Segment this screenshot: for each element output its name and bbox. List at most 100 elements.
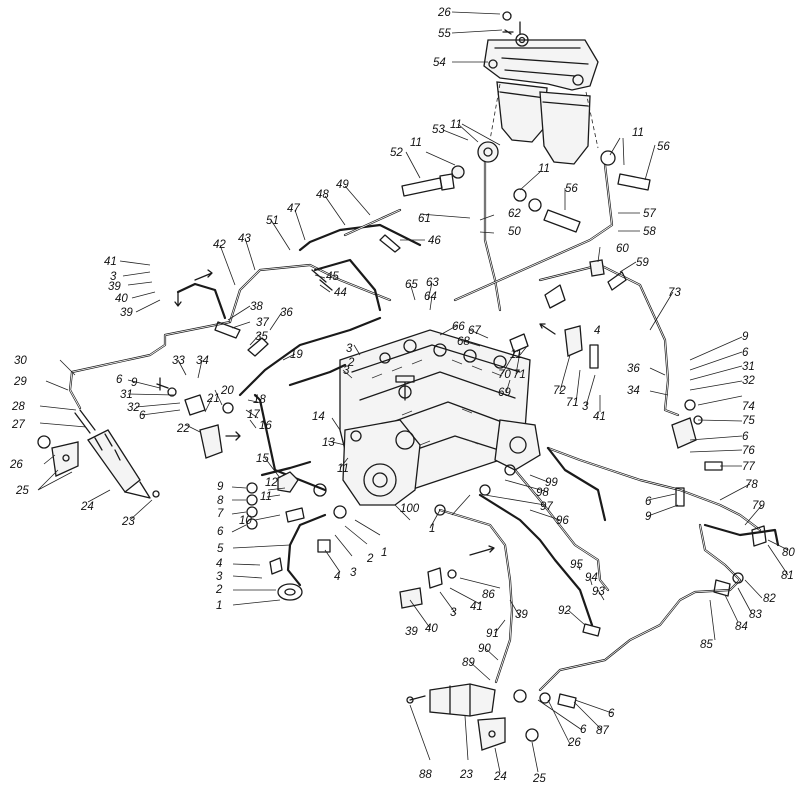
part-callout-label: 94 bbox=[585, 572, 598, 584]
part-callout-label: 44 bbox=[334, 287, 347, 299]
part-callout-label: 47 bbox=[287, 203, 300, 215]
part-callout-label: 11 bbox=[510, 349, 522, 361]
part-callout-label: 6 bbox=[580, 724, 587, 736]
part-callout-label: 4 bbox=[334, 571, 340, 583]
part-callout-label: 52 bbox=[390, 147, 403, 159]
part-callout-label: 66 bbox=[452, 321, 465, 333]
part-callout-label: 67 bbox=[468, 325, 481, 337]
part-callout-label: 9 bbox=[131, 377, 138, 389]
part-callout-label: 55 bbox=[438, 28, 451, 40]
part-callout-label: 20 bbox=[220, 385, 234, 397]
part-callout-label: 6 bbox=[139, 410, 146, 422]
part-callout-label: 77 bbox=[742, 461, 755, 473]
part-callout-label: 98 bbox=[536, 487, 549, 499]
part-callout-label: 61 bbox=[418, 213, 431, 225]
part-callout-label: 9 bbox=[742, 331, 749, 343]
part-callout-label: 58 bbox=[643, 226, 656, 238]
part-callout-label: 82 bbox=[763, 593, 776, 605]
part-callout-label: 22 bbox=[176, 423, 190, 435]
part-callout-label: 56 bbox=[657, 141, 670, 153]
part-callout-label: 41 bbox=[104, 256, 117, 268]
part-callout-label: 12 bbox=[265, 477, 278, 489]
part-callout-label: 57 bbox=[643, 208, 656, 220]
part-callout-label: 32 bbox=[127, 402, 140, 414]
part-callout-label: 15 bbox=[256, 453, 269, 465]
part-callout-label: 32 bbox=[742, 375, 755, 387]
part-callout-label: 42 bbox=[213, 239, 226, 251]
part-callout-label: 51 bbox=[266, 215, 279, 227]
part-callout-label: 11 bbox=[260, 491, 272, 503]
part-callout-label: 3 bbox=[346, 343, 353, 355]
part-callout-label: 68 bbox=[457, 336, 470, 348]
part-callout-label: 79 bbox=[752, 500, 765, 512]
part-callout-label: 40 bbox=[115, 293, 128, 305]
part-callout-label: 62 bbox=[508, 208, 521, 220]
part-callout-label: 63 bbox=[426, 277, 439, 289]
part-callout-label: 26 bbox=[437, 7, 451, 19]
part-callout-label: 1 bbox=[216, 600, 222, 612]
part-callout-label: 92 bbox=[558, 605, 571, 617]
part-callout-label: 72 bbox=[553, 385, 566, 397]
bottom-injector bbox=[406, 683, 539, 751]
part-callout-label: 86 bbox=[482, 589, 495, 601]
part-callout-label: 11 bbox=[410, 137, 422, 149]
part-callout-label: 89 bbox=[462, 657, 475, 669]
leader-lines bbox=[37, 11, 789, 773]
part-callout-label: 8 bbox=[217, 495, 224, 507]
part-callout-label: 70 bbox=[498, 369, 511, 381]
part-callout-label: 24 bbox=[80, 501, 94, 513]
part-callout-label: 41 bbox=[470, 601, 483, 613]
part-callout-label: 45 bbox=[326, 271, 339, 283]
part-callout-label: 56 bbox=[565, 183, 578, 195]
part-callout-label: 9 bbox=[645, 511, 652, 523]
part-callout-label: 65 bbox=[405, 279, 418, 291]
part-callout-label: 6 bbox=[608, 708, 615, 720]
part-callout-label: 93 bbox=[592, 586, 605, 598]
part-callout-label: 74 bbox=[742, 401, 755, 413]
left-injector bbox=[37, 409, 160, 499]
part-callout-label: 83 bbox=[749, 609, 762, 621]
injection-pump bbox=[339, 329, 541, 506]
part-callout-label: 1 bbox=[429, 523, 435, 535]
part-callout-label: 23 bbox=[459, 769, 473, 781]
part-callout-label: 4 bbox=[594, 325, 600, 337]
part-callout-label: 17 bbox=[247, 409, 260, 421]
part-callout-label: 6 bbox=[645, 496, 652, 508]
part-callout-label: 10 bbox=[239, 515, 252, 527]
part-callout-label: 3 bbox=[350, 567, 357, 579]
part-callout-label: 39 bbox=[120, 307, 133, 319]
part-callout-label: 26 bbox=[567, 737, 581, 749]
part-callout-label: 40 bbox=[425, 623, 438, 635]
part-callout-label: 6 bbox=[742, 431, 749, 443]
part-callout-label: 81 bbox=[781, 570, 794, 582]
part-callout-label: 88 bbox=[419, 769, 432, 781]
part-callout-label: 29 bbox=[13, 376, 27, 388]
part-callout-label: 91 bbox=[486, 628, 499, 640]
part-callout-label: 23 bbox=[121, 516, 135, 528]
part-callout-label: 96 bbox=[556, 515, 569, 527]
part-callout-label: 18 bbox=[253, 394, 266, 406]
part-callout-label: 3 bbox=[343, 365, 350, 377]
part-callout-label: 11 bbox=[632, 127, 644, 139]
part-callout-label: 25 bbox=[15, 485, 29, 497]
part-callout-label: 97 bbox=[540, 501, 553, 513]
part-callout-label: 2 bbox=[215, 584, 223, 596]
part-callout-label: 48 bbox=[316, 189, 329, 201]
part-callout-label: 28 bbox=[11, 401, 25, 413]
part-callout-label: 33 bbox=[172, 355, 185, 367]
part-callout-label: 30 bbox=[14, 355, 27, 367]
part-callout-label: 85 bbox=[700, 639, 713, 651]
part-callout-label: 99 bbox=[545, 477, 558, 489]
direction-arrows bbox=[174, 269, 556, 556]
part-callout-label: 38 bbox=[250, 301, 263, 313]
small-parts bbox=[156, 141, 767, 709]
part-callout-label: 35 bbox=[255, 331, 268, 343]
part-callout-label: 100 bbox=[400, 503, 420, 515]
part-callout-label: 84 bbox=[735, 621, 748, 633]
part-callout-label: 53 bbox=[432, 124, 445, 136]
part-callout-label: 11 bbox=[450, 119, 462, 131]
part-callout-label: 37 bbox=[256, 317, 269, 329]
part-callout-label: 3 bbox=[582, 401, 589, 413]
part-callout-label: 3 bbox=[216, 571, 223, 583]
